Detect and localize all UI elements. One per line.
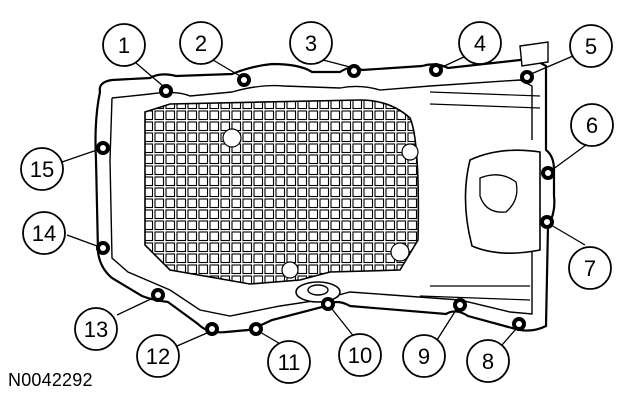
callout-label: 2 — [195, 31, 207, 56]
bolt-14 — [96, 241, 110, 255]
bolt-5 — [520, 70, 534, 84]
callout-label: 1 — [118, 33, 130, 58]
oil-pan-right-rib-top — [429, 91, 541, 109]
bolt-13 — [151, 288, 165, 302]
bolt-1 — [159, 84, 173, 98]
callout-10: 10 — [338, 333, 382, 377]
callout-8: 8 — [466, 339, 510, 383]
grid-boss-left — [222, 128, 242, 148]
callout-label: 9 — [418, 344, 430, 369]
callout-13: 13 — [74, 307, 118, 351]
callout-label: 7 — [584, 256, 596, 281]
callout-4: 4 — [458, 21, 502, 65]
bolt-6 — [541, 166, 555, 180]
callout-3: 3 — [289, 21, 333, 65]
figure-id: N0042292 — [8, 370, 93, 390]
callout-15: 15 — [20, 147, 64, 191]
bolt-2 — [237, 73, 251, 87]
oil-pan-top-bracket — [519, 41, 549, 67]
callout-label: 13 — [84, 317, 108, 342]
callout-label: 14 — [32, 221, 56, 246]
callout-label: 8 — [482, 349, 494, 374]
oil-pan-right-sump — [464, 149, 541, 254]
callout-6: 6 — [570, 103, 614, 147]
bolt-11 — [249, 322, 263, 336]
bolt-7 — [540, 215, 554, 229]
bolt-12 — [205, 322, 219, 336]
bolt-3 — [347, 64, 361, 78]
callout-11: 11 — [267, 340, 311, 384]
oil-pan-inner-flange — [109, 79, 533, 317]
bolt-8 — [512, 317, 526, 331]
callout-1: 1 — [102, 23, 146, 67]
bolt-9 — [453, 298, 467, 312]
callout-label: 3 — [305, 31, 317, 56]
callout-9: 9 — [402, 334, 446, 378]
grid-boss-right — [401, 143, 419, 161]
bolt-4 — [429, 63, 443, 77]
callout-label: 5 — [585, 34, 597, 59]
windage-tray-grid — [144, 99, 420, 285]
grid-boss-lower — [390, 242, 410, 262]
bolt-10 — [321, 297, 335, 311]
callout-label: 15 — [30, 157, 54, 182]
oil-pan-right-detail — [479, 174, 518, 213]
callout-14: 14 — [22, 211, 66, 255]
callout-12: 12 — [136, 334, 180, 378]
drain-plug — [307, 284, 329, 296]
callout-label: 6 — [586, 113, 598, 138]
callout-label: 4 — [474, 31, 486, 56]
grid-boss-bottom — [281, 261, 299, 279]
leader-lines — [61, 55, 587, 347]
callout-label: 10 — [348, 343, 372, 368]
callout-5: 5 — [569, 24, 613, 68]
callout-label: 11 — [278, 350, 301, 375]
bolt-15 — [96, 141, 110, 155]
callout-2: 2 — [179, 21, 223, 65]
oil-pan-right-rib-bottom — [419, 285, 531, 301]
callout-7: 7 — [568, 246, 612, 290]
callout-label: 12 — [146, 344, 170, 369]
